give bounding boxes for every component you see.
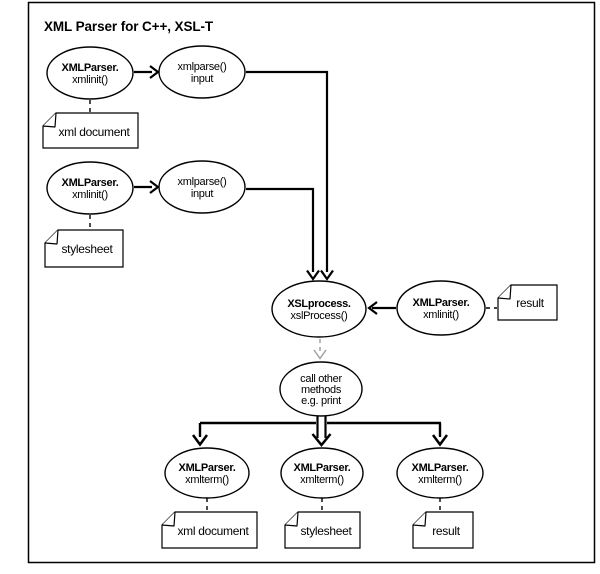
arrowhead-right-icon — [149, 180, 160, 194]
node-label-line2: xmlinit() — [423, 309, 459, 321]
node-label-line1: xmlparse() — [178, 176, 227, 188]
arrowhead-down-icon — [311, 433, 332, 447]
arrowhead-down-icon — [306, 269, 320, 281]
node-shape — [396, 447, 484, 499]
arrowhead-down-gray-icon — [313, 349, 327, 360]
node-xmlparser-xmlinit-top: XMLParser. xmlinit() — [46, 46, 134, 100]
document-fold-icon — [44, 229, 59, 245]
node-xmlparser-xmlinit-result: XMLParser. xmlinit() — [396, 280, 486, 336]
node-call-other-methods: call other methods e.g. print — [279, 361, 363, 417]
document-label: result — [432, 524, 461, 538]
node-shape — [279, 361, 363, 417]
node-shape — [271, 280, 367, 338]
edge-parsexml-to-xslprocess — [246, 70, 334, 281]
node-label-line1: XMLParser. — [179, 462, 236, 474]
arrowhead-right-icon — [149, 65, 160, 79]
edge-initstylesheet-to-parsestylesheet — [134, 180, 160, 194]
document-label: stylesheet — [300, 524, 352, 538]
node-shape — [46, 46, 134, 100]
node-shape — [158, 160, 246, 214]
node-label-line1: xmlparse() — [178, 61, 227, 73]
document-fold-icon — [412, 511, 427, 527]
node-shape — [158, 45, 246, 99]
node-shape — [46, 161, 134, 215]
arrowhead-left-icon — [367, 301, 378, 315]
document-icon — [412, 511, 474, 549]
node-label-line1: XMLParser. — [294, 462, 351, 474]
edge-parsestylesheet-to-xslprocess — [246, 187, 320, 281]
node-xmlparser-xmlterm-middle: XMLParser. xmlterm() — [280, 447, 364, 499]
node-shape — [280, 447, 364, 499]
edge-initxml-to-parsexml — [134, 65, 160, 79]
node-xmlparser-xmlinit-mid: XMLParser. xmlinit() — [46, 161, 134, 215]
document-fold-icon — [42, 112, 57, 128]
node-shape — [396, 280, 486, 336]
node-xmlparser-xmlterm-left: XMLParser. xmlterm() — [164, 447, 250, 499]
document-result-bottom: result — [412, 511, 474, 549]
node-label-line1: XMLParser. — [413, 297, 470, 309]
document-label: xml document — [58, 125, 130, 139]
document-result-right: result — [497, 284, 558, 321]
document-fold-icon — [284, 511, 299, 527]
node-label-line2: xmlinit() — [72, 74, 108, 86]
node-label-line1: XMLParser. — [412, 462, 469, 474]
node-xslprocess: XSLprocess. xslProcess() — [271, 280, 367, 338]
node-label-line1: XMLParser. — [62, 177, 119, 189]
document-icon — [161, 511, 258, 549]
document-stylesheet-bottom: stylesheet — [284, 511, 361, 549]
node-label-line3: e.g. print — [301, 395, 341, 407]
node-label-line2: xmlterm() — [185, 474, 229, 486]
node-label-line2: xslProcess() — [291, 310, 348, 322]
node-label-line2: methods — [301, 384, 342, 396]
node-label-line2: xmlterm() — [300, 474, 344, 486]
edge-xslprocess-to-callother — [313, 339, 327, 360]
diagram-title: XML Parser for C++, XSL-T — [44, 19, 214, 34]
diagram-border — [27, 1, 596, 564]
arrowhead-down-icon — [320, 269, 334, 281]
document-icon — [44, 229, 124, 268]
document-label: xml document — [177, 524, 249, 538]
arrowhead-down-icon — [191, 434, 209, 447]
node-xmlparser-xmlterm-right: XMLParser. xmlterm() — [396, 447, 484, 499]
document-xml-bottom: xml document — [161, 511, 258, 549]
document-xml-top: xml document — [42, 112, 139, 149]
node-label-line1: XMLParser. — [62, 62, 119, 74]
edge-callother-branches — [191, 415, 449, 447]
document-label: stylesheet — [61, 242, 113, 256]
edge-line — [246, 70, 329, 272]
document-label: result — [516, 296, 545, 310]
document-fold-icon — [161, 511, 176, 527]
document-fold-icon — [497, 284, 512, 300]
arrowhead-down-icon — [431, 434, 449, 447]
node-label-line1: call other — [300, 373, 342, 385]
node-label-line2: input — [191, 73, 214, 85]
node-label-line2: xmlinit() — [72, 189, 108, 201]
document-icon — [284, 511, 361, 549]
node-xmlparse-input-mid: xmlparse() input — [158, 160, 246, 214]
node-label-line1: XSLprocess. — [287, 298, 351, 310]
document-stylesheet-mid: stylesheet — [44, 229, 124, 268]
node-shape — [164, 447, 250, 499]
node-xmlparse-input-top: xmlparse() input — [158, 45, 246, 99]
edge-line — [246, 187, 315, 272]
node-label-line2: input — [191, 188, 214, 200]
edge-initresult-to-xslprocess — [367, 301, 396, 315]
node-label-line2: xmlterm() — [418, 474, 462, 486]
